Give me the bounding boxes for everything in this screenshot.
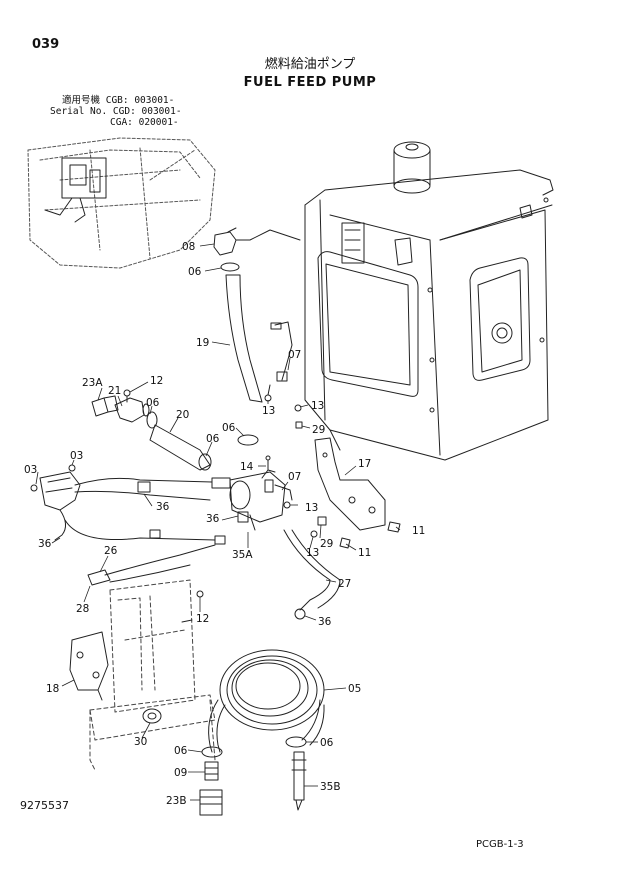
bolt-13-a <box>294 404 302 412</box>
connector-36-b <box>237 511 249 523</box>
callout-36-a: 36 <box>156 501 170 513</box>
callout-06: 06 <box>188 266 202 278</box>
wire-26 <box>104 544 216 576</box>
callout-13-b: 13 <box>311 400 324 412</box>
fitting-21 <box>114 397 145 423</box>
serial-row-1: 適用号機 CGB: 003001- <box>62 95 175 106</box>
callout-12-b: 12 <box>196 613 209 625</box>
callout-06-c: 06 <box>222 422 236 434</box>
bolt-12 <box>123 389 131 397</box>
callout-23a: 23A <box>82 377 103 389</box>
callout-03-b: 03 <box>70 450 83 462</box>
callout-29-b: 29 <box>320 538 333 550</box>
callout-17: 17 <box>358 458 371 470</box>
grommet-30 <box>142 708 162 724</box>
callout-29-a: 29 <box>312 424 325 436</box>
callout-20: 20 <box>176 409 189 421</box>
wire-07 <box>274 321 293 381</box>
nut-11-b <box>387 521 401 533</box>
callout-06-d: 06 <box>206 433 220 445</box>
terminal-36 <box>294 608 306 620</box>
cab-frame <box>89 579 216 771</box>
nozzle-35b <box>293 751 305 801</box>
callout-14: 14 <box>240 461 254 473</box>
callout-36-d: 36 <box>318 616 332 628</box>
nut-11-a <box>339 537 351 549</box>
connector-28 <box>87 569 111 586</box>
callout-11-b: 11 <box>358 547 371 559</box>
title-japanese: 燃料給油ポンプ <box>264 57 356 72</box>
callout-27: 27 <box>338 578 351 590</box>
callout-30: 30 <box>134 736 147 748</box>
bracket-18 <box>69 631 109 691</box>
leader-lines <box>35 243 401 801</box>
callout-labels: 08 06 19 07 23A 21 12 06 20 13 13 06 06 … <box>24 241 425 807</box>
callout-36-b: 36 <box>206 513 220 525</box>
page-reference: PCGB-1-3 <box>476 839 524 850</box>
page-number: 039 <box>32 37 60 52</box>
bracket-17 <box>314 437 386 531</box>
callout-06-f: 06 <box>320 737 334 749</box>
callout-35a: 35A <box>232 549 253 561</box>
connector-36-a <box>211 477 231 489</box>
hose-05 <box>208 649 325 753</box>
callout-21: 21 <box>108 385 121 397</box>
callout-28: 28 <box>76 603 89 615</box>
bolt-13-b <box>283 501 291 509</box>
clamp-06-e <box>285 736 307 748</box>
nut-29-b <box>317 516 327 526</box>
serial-row-3: CGA: 020001- <box>110 117 179 128</box>
callout-23b: 23B <box>166 795 187 807</box>
machine-inset <box>27 137 216 269</box>
bolt-12-b <box>196 590 204 598</box>
wire-27 <box>283 529 331 611</box>
fuel-tank <box>304 141 554 461</box>
fitting-23a <box>91 397 109 417</box>
bolt-13-c <box>310 530 318 538</box>
callout-09: 09 <box>174 767 187 779</box>
callout-18: 18 <box>46 683 59 695</box>
callout-03-a: 03 <box>24 464 37 476</box>
clamp-06-top <box>220 262 240 272</box>
serial-row-2: Serial No. CGD: 003001- <box>50 106 182 117</box>
callout-06-e: 06 <box>174 745 188 757</box>
hose-19 <box>225 274 263 403</box>
callout-36-c: 36 <box>38 538 52 550</box>
hose-20 <box>149 424 211 471</box>
callout-13-d: 13 <box>306 547 319 559</box>
clamp-06-b <box>146 411 158 429</box>
harness-left <box>39 471 226 545</box>
callout-13-c: 13 <box>305 502 318 514</box>
clamp-06-c <box>237 434 259 446</box>
callout-06-b: 06 <box>146 397 160 409</box>
callout-08: 08 <box>182 241 195 253</box>
fitting-09 <box>204 761 219 781</box>
fitting-23b <box>199 789 223 816</box>
callout-13-a: 13 <box>262 405 275 417</box>
callout-35b: 35B <box>320 781 341 793</box>
drawing-number: 9275537 <box>20 799 69 812</box>
nozzle-08 <box>213 227 301 256</box>
fuel-pump-35a <box>229 469 293 531</box>
callout-07: 07 <box>288 349 301 361</box>
callout-26: 26 <box>104 545 118 557</box>
callout-05: 05 <box>348 683 361 695</box>
callout-12: 12 <box>150 375 163 387</box>
callout-19: 19 <box>196 337 209 349</box>
bolt-03-a <box>30 484 38 492</box>
title-english: FUEL FEED PUMP <box>243 75 377 90</box>
nut-29-a <box>295 421 303 429</box>
bolt-03-b <box>68 464 76 472</box>
callout-11-a: 11 <box>412 525 425 537</box>
pump-inset <box>44 157 107 223</box>
callout-07-b: 07 <box>288 471 301 483</box>
